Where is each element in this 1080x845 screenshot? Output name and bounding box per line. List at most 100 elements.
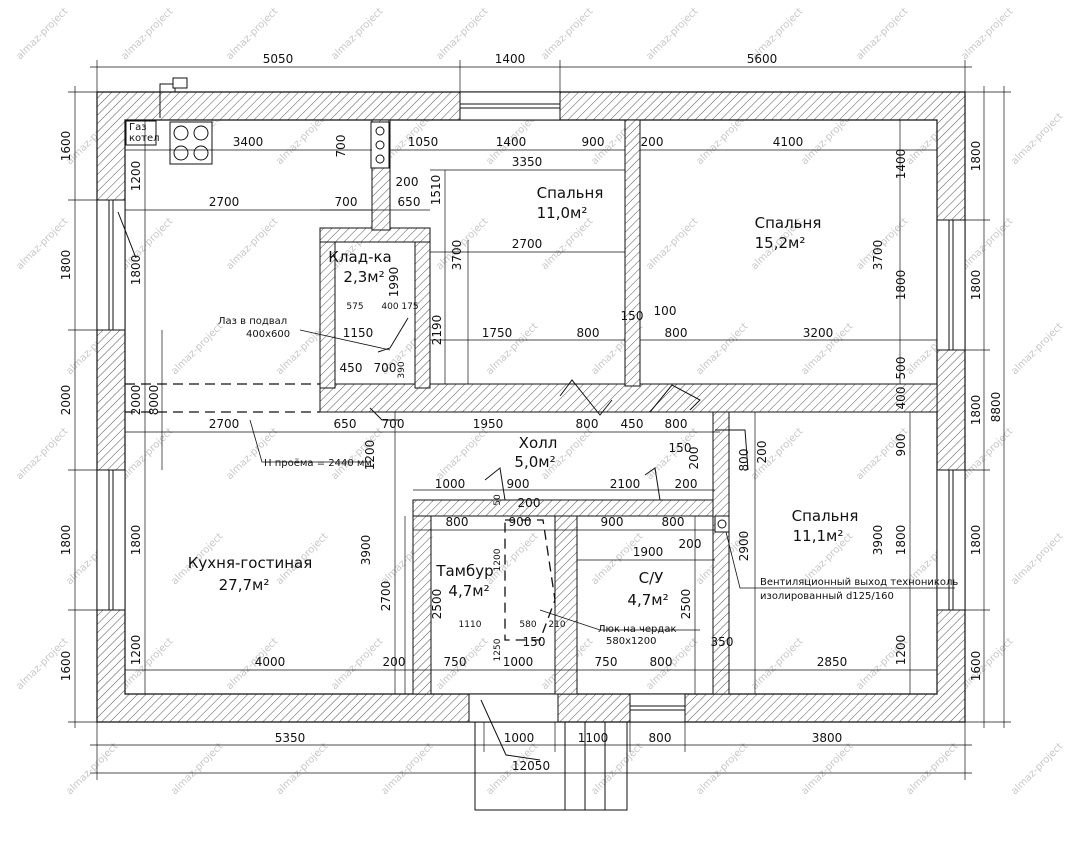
watermark-text: almaz-project xyxy=(434,6,490,62)
interior-walls xyxy=(319,119,938,723)
dim-3400: 3400 xyxy=(233,135,264,149)
dim-right-2: 1800 xyxy=(969,270,983,301)
room-name-hall: Холл xyxy=(519,434,558,452)
note-cellar-line1: Лаз в подвал xyxy=(218,316,287,327)
note-opening-height: Н проёма = 2440 мм xyxy=(264,458,372,469)
dim-3700a: 3700 xyxy=(450,240,464,271)
dim-700a: 700 xyxy=(334,135,348,158)
porch-steps xyxy=(474,721,628,811)
watermark-text: almaz-project xyxy=(379,741,435,797)
watermark-text: almaz-project xyxy=(1009,531,1065,587)
watermark-text: almaz-project xyxy=(119,6,175,62)
dim-450a: 450 xyxy=(340,361,363,375)
dim-400: 400 xyxy=(381,302,398,312)
watermark-text: almaz-project xyxy=(64,741,120,797)
dim-100: 100 xyxy=(654,304,677,318)
dim-580: 580 xyxy=(519,620,536,630)
dim-1990: 1990 xyxy=(387,267,401,298)
dim-bottom-total: 12050 xyxy=(512,759,550,773)
dim-150b: 150 xyxy=(669,441,692,455)
dim-2700a: 2700 xyxy=(209,195,240,209)
note-attic-line2: 580х1200 xyxy=(606,636,656,647)
dim-2900: 2900 xyxy=(737,531,751,562)
watermark-text: almaz-project xyxy=(644,216,700,272)
watermark-text: almaz-project xyxy=(749,636,805,692)
dim-500: 500 xyxy=(894,357,908,380)
dim-bottom-2: 1000 xyxy=(504,731,535,745)
watermark-text: almaz-project xyxy=(904,741,960,797)
watermark-text: almaz-project xyxy=(329,636,385,692)
dim-1110: 1110 xyxy=(459,620,482,630)
dim-4100: 4100 xyxy=(773,135,804,149)
watermark-text: almaz-project xyxy=(274,741,330,797)
dim-800f: 800 xyxy=(446,515,469,529)
dim-900d: 900 xyxy=(601,515,624,529)
watermark-text: almaz-project xyxy=(329,426,385,482)
room-area-bathroom: 4,7м² xyxy=(627,591,668,609)
dim-200b: 200 xyxy=(396,175,419,189)
dim-left-2: 1800 xyxy=(59,250,73,281)
dim-1400: 1400 xyxy=(496,135,527,149)
dim-750b: 750 xyxy=(595,655,618,669)
dim-200f: 200 xyxy=(518,496,541,510)
dim-200c: 200 xyxy=(687,447,701,470)
room-name-bedroom-bottom: Спальня xyxy=(792,507,859,525)
dim-2700b: 2700 xyxy=(512,237,543,251)
dim-3900a: 3900 xyxy=(359,535,373,566)
dim-right-total: 8800 xyxy=(989,392,1003,423)
room-area-pantry: 2,3м² xyxy=(343,268,384,286)
dim-right-3: 1800 xyxy=(969,395,983,426)
dim-575: 575 xyxy=(346,302,363,312)
dim-200d: 200 xyxy=(755,441,769,464)
door-swings xyxy=(117,211,749,761)
dim-1200e: 1200 xyxy=(894,635,908,666)
room-name-vestibule: Тамбур xyxy=(435,562,493,580)
dim-1150: 1150 xyxy=(343,326,374,340)
dim-1050: 1050 xyxy=(408,135,439,149)
dim-top-3: 5600 xyxy=(747,52,778,66)
dim-700c: 700 xyxy=(374,361,397,375)
dim-1900: 1900 xyxy=(633,545,664,559)
dim-650a: 650 xyxy=(398,195,421,209)
watermark-text: almaz-project xyxy=(434,426,490,482)
dim-800b: 800 xyxy=(665,326,688,340)
dim-200h: 200 xyxy=(383,655,406,669)
watermark-text: almaz-project xyxy=(644,6,700,62)
watermark-text: almaz-project xyxy=(14,6,70,62)
note-attic-line1: Люк на чердак xyxy=(598,624,677,635)
watermark-text: almaz-project xyxy=(169,741,225,797)
dim-750a: 750 xyxy=(444,655,467,669)
dim-450b: 450 xyxy=(621,417,644,431)
dim-900a: 900 xyxy=(582,135,605,149)
dim-1000b: 1000 xyxy=(503,655,534,669)
watermark-text: almaz-project xyxy=(539,216,595,272)
room-name-bedroom-right: Спальня xyxy=(755,214,822,232)
note-cellar-line2: 400х600 xyxy=(246,329,290,340)
dim-right-5: 1600 xyxy=(969,651,983,682)
watermark-text: almaz-project xyxy=(1009,321,1065,377)
dim-8000: 8000 xyxy=(147,385,161,416)
watermark-text: almaz-project xyxy=(539,6,595,62)
dim-800g: 800 xyxy=(662,515,685,529)
note-vent-line2: изолированный d125/160 xyxy=(760,591,894,602)
dim-right-4: 1800 xyxy=(969,525,983,556)
room-name-bedroom-top: Спальня xyxy=(537,184,604,202)
watermark-text: almaz-project xyxy=(119,426,175,482)
chimney xyxy=(370,121,390,169)
room-area-kitchen: 27,7м² xyxy=(219,576,270,594)
watermark-text: almaz-project xyxy=(119,636,175,692)
dim-700d: 700 xyxy=(382,417,405,431)
dim-bottom-4: 800 xyxy=(649,731,672,745)
dim-1200c: 1200 xyxy=(363,440,377,471)
dim-1200b: 1200 xyxy=(129,635,143,666)
dim-1750: 1750 xyxy=(482,326,513,340)
dim-3900b: 3900 xyxy=(871,525,885,556)
dim-150a: 150 xyxy=(621,309,644,323)
dim-400v: 400 xyxy=(894,387,908,410)
dim-1250: 1250 xyxy=(493,638,503,661)
watermark-text: almaz-project xyxy=(119,216,175,272)
dim-800d: 800 xyxy=(665,417,688,431)
dim-2100: 2100 xyxy=(610,477,641,491)
dim-1800a: 1800 xyxy=(129,255,143,286)
watermark-text: almaz-project xyxy=(329,6,385,62)
